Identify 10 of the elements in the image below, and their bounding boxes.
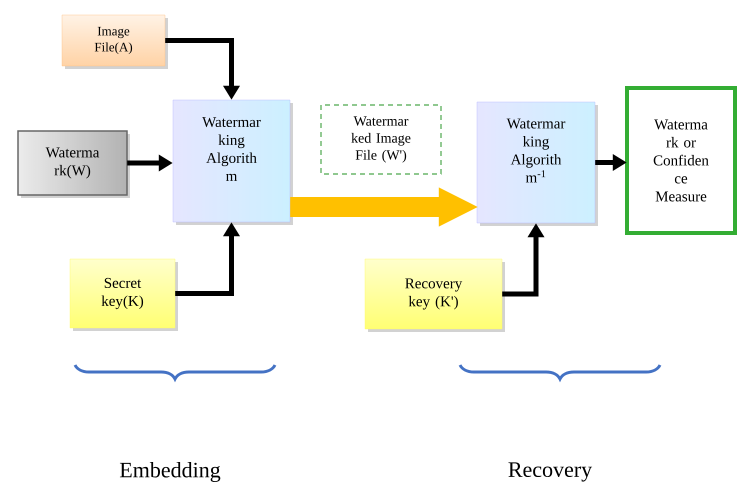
algorithm-box: Watermar king Algorith m bbox=[172, 100, 293, 225]
file-box: Watermar ked Image File (W') bbox=[320, 104, 442, 175]
key-box: Recovery key (K') bbox=[364, 258, 505, 332]
key-box: Secret key(K) bbox=[70, 258, 178, 331]
input-box: Image File(A) bbox=[62, 14, 168, 69]
output-box: Waterma rk or Confiden ce Measure bbox=[625, 86, 737, 235]
section-label: Recovery bbox=[508, 462, 592, 482]
section-label: Embedding bbox=[120, 462, 220, 482]
algorithm-box: Watermar king Algorith m$^{-1}$ bbox=[476, 102, 598, 226]
input-box: Waterma rk(W) bbox=[17, 130, 130, 198]
